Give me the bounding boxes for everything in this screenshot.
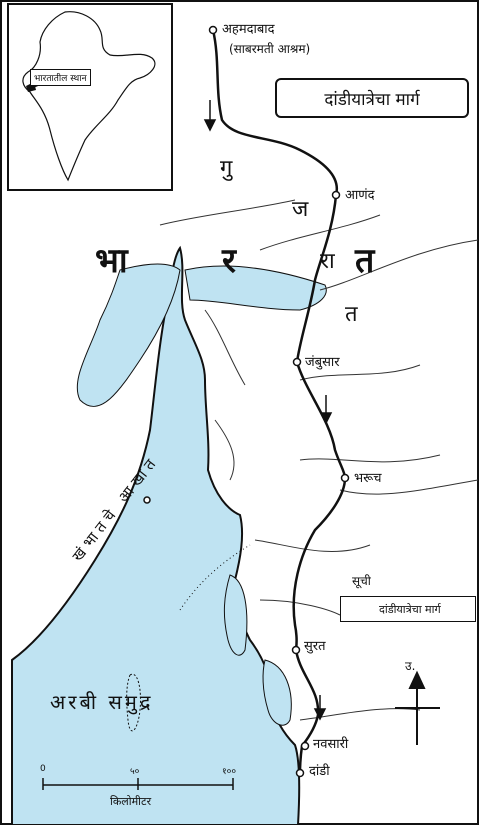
river-1 [159,199,296,226]
direction-arrow-1-head [203,119,217,132]
region-gujarat-1: गु [220,156,233,181]
river-7 [254,539,371,552]
river-4 [299,364,421,381]
sea-label: अरबी समुद्र [50,690,154,714]
legend-box: दांडीयात्रेचा मार्ग [340,596,476,622]
dandi-route-line [211,29,347,774]
mudflat-east [223,574,248,656]
inset-frame [7,3,173,191]
stop-surat [291,645,301,655]
stop-dandi [295,768,305,778]
direction-arrow-2-head [319,412,333,425]
region-bharat-3: त [355,241,375,281]
direction-arrow-3-head [313,708,327,721]
north-arrow-head [408,670,426,689]
stop-jambusar [292,357,302,367]
stop-ahmedabad [208,25,218,35]
mudflat-west [76,263,181,407]
river-11 [214,419,235,481]
stop-bharuch [340,473,350,483]
river-8 [259,599,341,616]
scale-unit: किलोमीटर [110,795,152,808]
scale-label-100: १०० [222,767,237,777]
scale-label-50: ५० [130,767,140,777]
gulf-marker [143,496,151,504]
mudflat-north [184,265,327,311]
inset-location-label: भारतातील स्थान [30,69,91,86]
river-10 [204,309,246,386]
stop-navsari [300,741,310,751]
place-dandi: दांडी [309,764,330,779]
place-surat: सुरत [304,639,326,654]
place-bharuch: भरूच [354,471,382,486]
stop-anand [331,190,341,200]
river-2 [259,214,381,251]
scale-label-0: 0 [40,764,46,774]
place-navsari: नवसारी [313,737,349,752]
region-bharat-2: र [222,241,236,281]
place-jambusar: जंबुसार [305,355,340,370]
legend-route-label: दांडीयात्रेचा मार्ग [379,602,441,616]
place-ahmedabad: अहमदाबाद [222,22,275,37]
legend-title: सूची [352,574,371,588]
river-6 [339,479,479,495]
region-bharat-1: भा [95,241,128,281]
region-gujarat-2: ज [292,197,309,222]
mudflat-south [262,659,292,726]
place-ashram: (साबरमती आश्रम) [229,42,311,56]
inset-india-outline [22,11,156,182]
region-gujarat-4: त [345,302,358,327]
river-5 [299,454,441,463]
north-label: उ. [405,659,416,673]
region-gujarat-3: रा [320,249,335,274]
place-anand: आणंद [345,188,375,203]
river-3 [319,239,479,291]
map-title: दांडीयात्रेचा मार्ग [275,78,469,118]
